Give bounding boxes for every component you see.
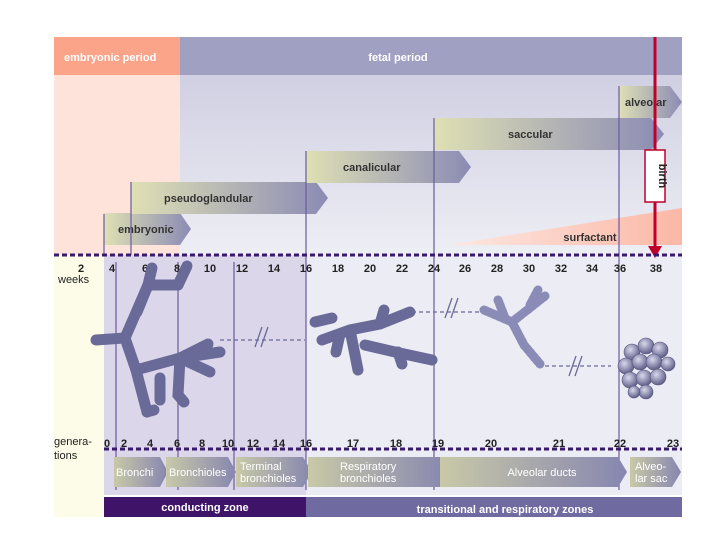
stage-pseudoglandular-label: pseudoglandular: [164, 193, 253, 205]
week-tick: 10: [204, 263, 216, 275]
generation-tick: 19: [432, 438, 444, 450]
generation-tick: 22: [614, 438, 626, 450]
structure-bronchioles: Bronchioles: [166, 457, 236, 487]
generation-tick: 6: [174, 438, 180, 450]
stage-alveolar-label: alveolar: [625, 97, 667, 109]
week-tick: 2: [78, 263, 84, 275]
generations-axis: 0 2 4 6 8 10 12 14 16 17 18 19 20 21 22 …: [54, 436, 682, 462]
break-marks: [254, 297, 583, 377]
structure-bronchi: Bronchi: [114, 457, 168, 487]
week-tick: 16: [300, 263, 312, 275]
structure-bronchi-label: Bronchi: [116, 467, 153, 479]
structure-terminal-label-line1: Terminal: [240, 461, 282, 473]
weeks-axis: 2 4 6 8 10 12 14 16 18 20 22 24 26 28 30…: [54, 253, 682, 286]
generation-tick: 21: [553, 438, 565, 450]
structure-respiratory-label-line2: bronchioles: [340, 473, 397, 485]
week-tick: 38: [650, 263, 662, 275]
generations-label-line1: genera-: [54, 436, 92, 448]
structure-terminal-label-line2: bronchioles: [240, 473, 297, 485]
structure-respiratory-label-line1: Respiratory: [340, 461, 397, 473]
structure-alveolar-sac-line2: lar sac: [635, 473, 668, 485]
generation-tick: 0: [104, 438, 110, 450]
generation-tick: 17: [347, 438, 359, 450]
lower-left-background: [54, 255, 104, 517]
week-tick: 32: [555, 263, 567, 275]
saccular-airway: [479, 285, 550, 369]
week-tick: 20: [364, 263, 376, 275]
week-tick: 12: [236, 263, 248, 275]
stage-embryonic: embryonic: [104, 213, 191, 245]
surfactant-wedge: [448, 208, 682, 245]
alveolar-sac-cluster: [617, 337, 676, 400]
stage-pseudoglandular: pseudoglandular: [131, 182, 328, 214]
transitional-zone-label: transitional and respiratory zones: [417, 504, 594, 516]
week-tick: 34: [586, 263, 599, 275]
week-tick: 6: [142, 263, 148, 275]
transitional-zone-bar: transitional and respiratory zones: [306, 497, 682, 517]
generation-tick: 12: [247, 438, 259, 450]
embryonic-period-bar: embryonic period: [54, 37, 180, 75]
stage-boundaries: [103, 86, 620, 490]
structure-alveolar-ducts-label: Alveolar ducts: [507, 467, 577, 479]
conducting-zone-label: conducting zone: [161, 502, 248, 514]
structure-alveolar-sac-line1: Alveo-: [635, 461, 667, 473]
structure-alveolar-sac: Alveo- lar sac: [630, 457, 681, 487]
generation-tick: 2: [121, 438, 127, 450]
week-tick: 28: [491, 263, 503, 275]
generation-tick: 23: [667, 438, 679, 450]
canalicular-airway: [309, 304, 438, 376]
connector-dashes: [220, 311, 611, 367]
week-tick: 24: [428, 263, 441, 275]
stage-alveolar: alveolar: [619, 86, 682, 118]
structure-terminal-bronchioles: Terminal bronchioles: [236, 457, 312, 487]
structure-bronchioles-label: Bronchioles: [169, 467, 227, 479]
week-tick: 36: [614, 263, 626, 275]
birth-label: birth: [656, 164, 668, 189]
stage-saccular: saccular: [434, 118, 664, 150]
stage-canalicular: canalicular: [306, 151, 471, 183]
conducting-zone-bar: conducting zone: [104, 497, 306, 517]
week-tick: 22: [396, 263, 408, 275]
stage-embryonic-label: embryonic: [118, 224, 174, 236]
generation-tick: 8: [199, 438, 205, 450]
generation-tick: 20: [485, 438, 497, 450]
week-tick: 26: [459, 263, 471, 275]
week-tick: 30: [523, 263, 535, 275]
generation-tick: 4: [147, 438, 154, 450]
birth-marker: birth: [644, 37, 668, 258]
week-tick: 14: [268, 263, 281, 275]
week-tick: 8: [174, 263, 180, 275]
generations-label-line2: tions: [54, 450, 78, 462]
generation-tick: 16: [300, 438, 312, 450]
week-tick: 4: [109, 263, 116, 275]
structure-respiratory-bronchioles: Respiratory bronchioles: [308, 457, 449, 487]
pseudoglandular-airway-tree: [90, 260, 226, 418]
week-tick: 18: [332, 263, 344, 275]
generation-tick: 10: [222, 438, 234, 450]
embryonic-period-label: embryonic period: [64, 52, 156, 64]
fetal-period-label: fetal period: [368, 52, 427, 64]
fetal-period-bar: fetal period: [180, 37, 682, 75]
weeks-label: weeks: [57, 274, 90, 286]
structure-alveolar-ducts: Alveolar ducts: [440, 457, 627, 487]
stage-canalicular-label: canalicular: [343, 162, 401, 174]
stage-saccular-label: saccular: [508, 129, 553, 141]
surfactant-label: surfactant: [563, 232, 617, 244]
generation-tick: 18: [390, 438, 402, 450]
generation-tick: 14: [273, 438, 286, 450]
